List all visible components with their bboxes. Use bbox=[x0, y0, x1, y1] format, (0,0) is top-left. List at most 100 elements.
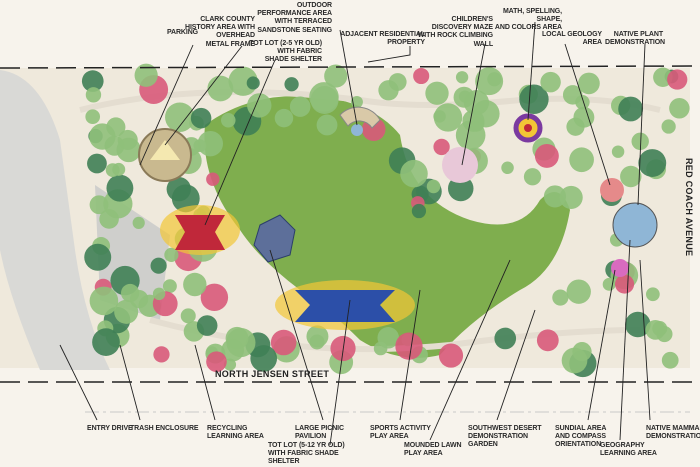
tree bbox=[569, 147, 594, 173]
tree bbox=[85, 109, 101, 125]
tree bbox=[92, 328, 120, 356]
tree bbox=[85, 87, 102, 103]
tree bbox=[316, 114, 338, 136]
tree bbox=[310, 86, 339, 114]
label-math-area: MATH, SPELLING, SHAPE, AND COLORS AREA bbox=[494, 8, 562, 32]
tree bbox=[559, 185, 583, 210]
flowering-shrub bbox=[534, 143, 559, 168]
flowering-shrub bbox=[270, 329, 297, 356]
tree bbox=[152, 287, 166, 301]
history-frame-icon bbox=[150, 140, 180, 160]
tree bbox=[164, 247, 179, 262]
tree bbox=[116, 137, 141, 163]
tree bbox=[645, 319, 666, 340]
flowering-shrub bbox=[438, 343, 464, 368]
tree bbox=[324, 64, 348, 88]
tot-lot-large bbox=[275, 280, 415, 330]
flowering-shrub bbox=[536, 329, 559, 352]
tree bbox=[519, 84, 549, 114]
tree bbox=[89, 195, 109, 215]
tree bbox=[578, 72, 600, 95]
street-name-north-jensen: NORTH JENSEN STREET bbox=[215, 369, 330, 379]
flowering-shrub bbox=[153, 346, 170, 363]
tree bbox=[378, 80, 399, 101]
tree bbox=[89, 286, 119, 316]
tree bbox=[400, 159, 428, 188]
label-discovery-maze: CHILDREN'S DISCOVERY MAZE WITH ROCK CLIM… bbox=[417, 16, 493, 48]
tree bbox=[207, 75, 234, 102]
tree bbox=[611, 145, 625, 158]
flowering-shrub bbox=[206, 172, 220, 186]
flowering-shrub bbox=[667, 69, 688, 90]
tree bbox=[540, 71, 561, 93]
label-desert-garden: SOUTHWEST DESERT DEMONSTRATION GARDEN bbox=[468, 425, 542, 449]
tree bbox=[669, 98, 690, 119]
tree bbox=[223, 358, 237, 371]
tree bbox=[472, 100, 500, 128]
tree bbox=[246, 76, 260, 90]
tree bbox=[106, 117, 126, 137]
label-geography: GEOGRAPHY LEARNING AREA bbox=[600, 442, 657, 458]
tree bbox=[426, 179, 441, 194]
tree bbox=[162, 279, 177, 294]
tree bbox=[566, 279, 591, 304]
performance-stage bbox=[351, 124, 363, 136]
flowering-shrub bbox=[413, 67, 430, 85]
tree bbox=[458, 90, 471, 103]
tree bbox=[566, 117, 585, 136]
flowering-shrub bbox=[206, 351, 227, 372]
property-line-north bbox=[0, 65, 700, 69]
flowering-shrub bbox=[200, 283, 229, 312]
label-tot-lot-small: TOT LOT (2-5 YR OLD) WITH FABRIC SHADE S… bbox=[249, 40, 322, 64]
label-sundial: SUNDIAL AREA AND COMPASS ORIENTATION bbox=[555, 425, 607, 449]
entry-drive bbox=[0, 70, 110, 370]
tree bbox=[572, 341, 592, 362]
tree bbox=[99, 209, 119, 229]
tree bbox=[552, 289, 569, 306]
tree bbox=[114, 299, 139, 324]
leader-lines bbox=[59, 21, 651, 446]
tree bbox=[645, 287, 660, 302]
tree bbox=[289, 96, 311, 117]
tree bbox=[620, 165, 642, 188]
performance-seating bbox=[339, 106, 381, 129]
discovery-maze bbox=[442, 147, 478, 183]
tree bbox=[425, 81, 449, 105]
tree bbox=[433, 110, 446, 123]
tree bbox=[373, 341, 388, 356]
label-trash-enclosure: TRASH ENCLOSURE bbox=[130, 425, 199, 432]
label-residential: ADJACENT RESIDENTIAL PROPERTY bbox=[340, 31, 425, 47]
geology-area bbox=[600, 178, 624, 202]
tree bbox=[196, 315, 218, 336]
tree bbox=[190, 107, 212, 129]
tree bbox=[150, 257, 167, 274]
label-entry-drive: ENTRY DRIVE bbox=[87, 425, 133, 432]
tree bbox=[171, 184, 200, 213]
tree bbox=[455, 71, 469, 84]
label-parking: PARKING bbox=[166, 29, 198, 36]
tree bbox=[447, 175, 474, 202]
tree bbox=[618, 96, 644, 122]
tree bbox=[226, 327, 256, 358]
tree bbox=[120, 283, 140, 303]
label-native-mammal: NATIVE MAMMAL DEMONSTRATION bbox=[646, 425, 700, 441]
flowering-shrub bbox=[433, 138, 450, 156]
street-name-red-coach: RED COACH AVENUE bbox=[684, 158, 694, 257]
tree bbox=[411, 203, 427, 219]
tree bbox=[523, 168, 542, 186]
mounded-lawn bbox=[204, 95, 570, 358]
flowering-shrub bbox=[614, 274, 635, 294]
tree bbox=[562, 85, 583, 105]
tree bbox=[501, 161, 514, 175]
tree bbox=[81, 70, 104, 92]
tree bbox=[84, 243, 112, 271]
tree bbox=[309, 334, 325, 350]
tree bbox=[284, 77, 299, 92]
sundial-area bbox=[611, 259, 629, 277]
label-history-area: CLARK COUNTY HISTORY AREA WITH OVERHEAD … bbox=[185, 16, 255, 48]
tree bbox=[106, 174, 134, 202]
tree bbox=[350, 95, 363, 108]
tree bbox=[183, 272, 207, 297]
picnic-pavilion bbox=[253, 214, 296, 263]
